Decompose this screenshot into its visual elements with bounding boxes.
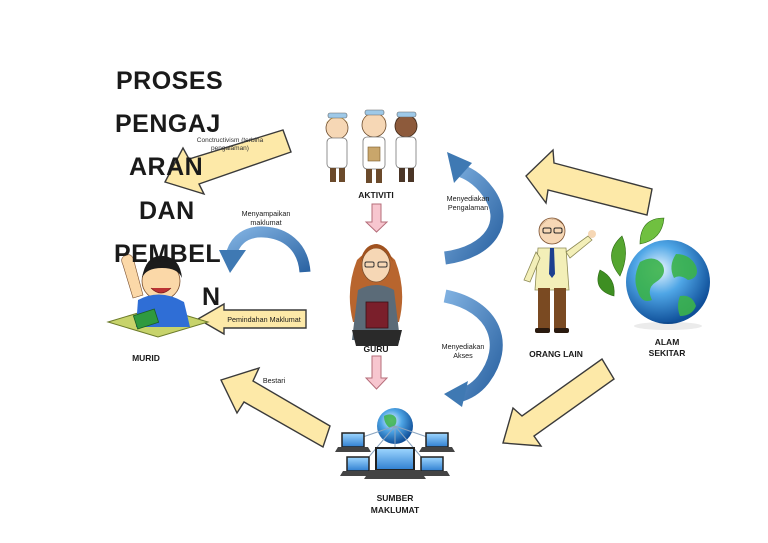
title-line-5: PEMBEL — [114, 240, 222, 268]
sumber-line-2: MAKLUMAT — [370, 505, 420, 515]
arrow-sumber-to-murid — [220, 366, 331, 449]
node-label-alam-sekitar: ALAM SEKITAR — [642, 337, 692, 359]
constructivism-line-1: Conctructivism (terbina — [196, 137, 264, 144]
pengalaman-line-2: Pengalaman — [447, 203, 489, 212]
sumber-line-1: SUMBER — [376, 493, 414, 503]
title-line-6: N — [202, 283, 221, 311]
student-illustration — [106, 254, 210, 338]
network-laptops-illustration — [335, 408, 455, 479]
title-line-4: DAN — [139, 197, 195, 225]
node-label-guru: GURU — [363, 344, 389, 354]
arrow-alam-to-sumber — [502, 357, 615, 447]
alam-line-2: SEKITAR — [648, 348, 686, 358]
constructivism-line-2: pengalaman) — [211, 145, 249, 152]
menyampaikan-line-2: maklumat — [250, 218, 282, 227]
pengalaman-line-1: Menyediakan — [446, 194, 490, 203]
edge-label-menyediakan-akses: Menyediakan Akses — [433, 342, 493, 360]
edge-label-menyampaikan: Menyampaikan maklumat — [232, 209, 300, 227]
title-line-3: ARAN — [129, 153, 204, 181]
edge-label-constructivism: Conctructivism (terbina pengalaman) — [190, 137, 270, 153]
menyampaikan-line-1: Menyampaikan — [241, 209, 291, 218]
edge-label-menyediakan-pengalaman: Menyediakan Pengalaman — [438, 194, 498, 212]
akses-line-2: Akses — [453, 351, 473, 360]
earth-globe-icon — [597, 217, 710, 330]
man-illustration — [523, 217, 596, 333]
akses-line-1: Menyediakan — [441, 342, 485, 351]
title-line-1: PROSES — [116, 67, 224, 95]
curved-arrow-menyediakan-akses — [443, 289, 503, 407]
edge-label-pemindahan: Pemindahan Maklumat — [227, 315, 301, 324]
arrow-alam-to-orang-lain — [525, 148, 653, 216]
edge-label-bestari: Bestari — [262, 376, 286, 385]
node-label-orang-lain: ORANG LAIN — [529, 349, 583, 359]
arrow-aktiviti-to-guru — [364, 203, 389, 233]
arrow-aktiviti-to-murid — [163, 129, 292, 196]
node-label-aktiviti: AKTIVITI — [358, 190, 394, 200]
arrow-pemindahan-maklumat — [196, 302, 307, 336]
alam-line-1: ALAM — [654, 337, 680, 347]
curved-arrow-menyampaikan — [219, 226, 311, 273]
teacher-illustration — [349, 244, 403, 346]
arrow-guru-to-sumber — [364, 355, 389, 390]
curved-arrow-menyediakan-pengalaman — [443, 152, 504, 265]
node-label-sumber-maklumat: SUMBER MAKLUMAT — [360, 492, 430, 516]
node-label-murid: MURID — [132, 353, 160, 363]
title-line-2: PENGAJ — [115, 110, 221, 138]
kids-scientists-illustration — [325, 109, 418, 183]
